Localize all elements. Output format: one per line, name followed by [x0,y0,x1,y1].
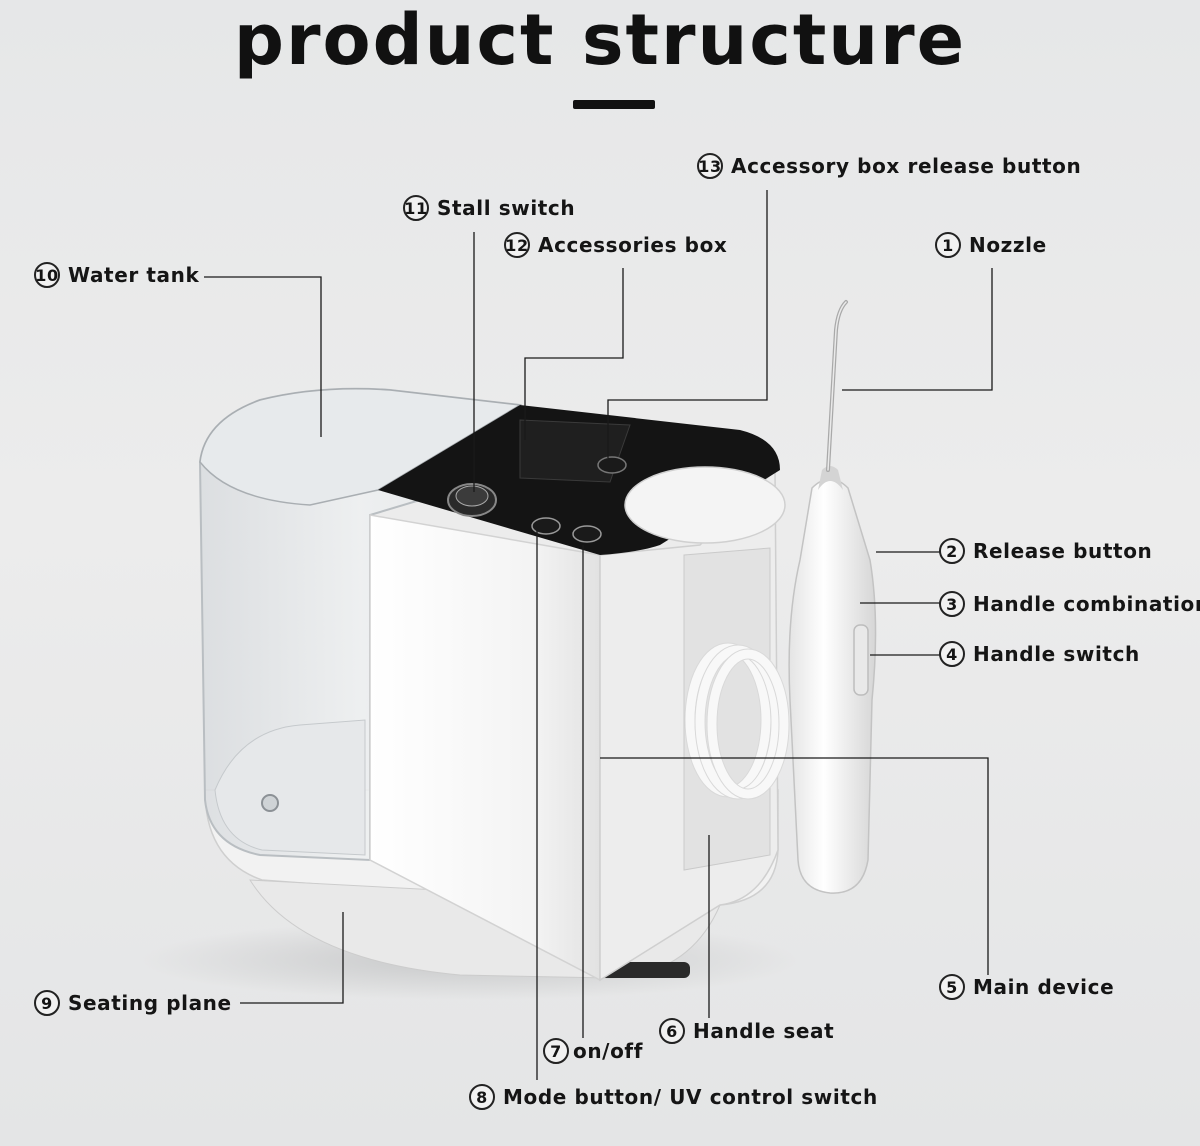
label-number: 3 [939,591,965,617]
label-number: 13 [697,153,723,179]
label-number: 4 [939,641,965,667]
label-number: 7 [543,1038,569,1064]
label-text: Stall switch [437,196,576,220]
label-release-button: 2 Release button [939,538,1152,564]
label-number: 1 [935,232,961,258]
leader-lines [204,190,993,1080]
leader-accessories-box [524,268,624,440]
handle-body [788,478,877,894]
label-handle-seat: 6 Handle seat [659,1018,834,1044]
label-text: Seating plane [68,991,232,1015]
release-button-shape [597,456,627,474]
handle-cradle [624,466,786,544]
title-underline [573,100,655,109]
onoff-button-shape [572,525,602,543]
handle-nozzle-base [818,466,843,490]
label-handle-combination: 3 Handle combination [939,591,1200,617]
label-text: Handle seat [693,1019,835,1043]
leader-water-tank [204,276,322,437]
label-number: 11 [403,195,429,221]
handle-switch-shape [853,624,869,696]
label-text: Handle combination [973,592,1200,616]
label-text: Accessories box [538,233,728,257]
label-text: Nozzle [969,233,1047,257]
label-accessory-release: 13 Accessory box release button [697,153,1081,179]
mode-button-shape [531,517,561,535]
label-number: 6 [659,1018,685,1044]
label-text: on/off [573,1039,644,1063]
leader-main-device [600,757,989,975]
tank-valve [261,794,279,812]
leader-nozzle [842,268,993,391]
label-number: 8 [469,1084,495,1110]
label-text: Handle switch [973,642,1140,666]
label-number: 5 [939,974,965,1000]
label-text: Main device [973,975,1115,999]
label-stall-switch: 11 Stall switch [403,195,575,221]
label-number: 2 [939,538,965,564]
leader-seating-plane [240,912,344,1004]
label-number: 10 [34,262,60,288]
diagram-title: product structure [233,0,967,81]
label-number: 12 [504,232,530,258]
label-handle-switch: 4 Handle switch [939,641,1140,667]
label-nozzle: 1 Nozzle [935,232,1047,258]
label-text: Accessory box release button [731,154,1082,178]
label-text: Release button [973,539,1153,563]
label-onoff: 7 on/off [543,1038,643,1064]
label-water-tank: 10 Water tank [34,262,199,288]
label-number: 9 [34,990,60,1016]
label-main-device: 5 Main device [939,974,1114,1000]
water-tank-lid [199,388,523,506]
coiled-hose [684,642,790,800]
label-accessories-box: 12 Accessories box [504,232,727,258]
tank-inner-floor [214,719,366,856]
label-seating-plane: 9 Seating plane [34,990,232,1016]
label-mode-button: 8 Mode button/ UV control switch [469,1084,878,1110]
label-text: Mode button/ UV control switch [503,1085,878,1109]
label-text: Water tank [68,263,200,287]
leader-accessory-release [607,190,768,458]
